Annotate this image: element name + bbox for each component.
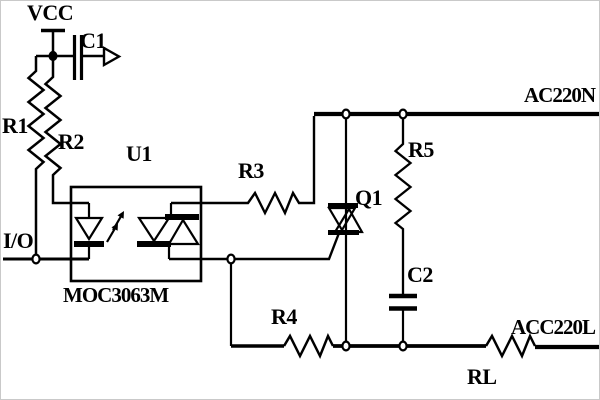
label-c2: C2	[407, 262, 433, 287]
label-c1: C1	[80, 28, 106, 53]
optocoupler-u1-body	[69, 185, 203, 283]
label-vcc: VCC	[27, 0, 74, 25]
label-acc220l: ACC220L	[510, 315, 596, 339]
resistor-r4	[282, 332, 335, 360]
label-u1-part: MOC3063M	[63, 283, 169, 307]
resistor-r3	[171, 116, 316, 216]
resistor-r2	[43, 56, 89, 205]
capacitor-c2	[389, 293, 417, 346]
resistor-rl	[484, 332, 537, 360]
label-q1: Q1	[355, 185, 383, 210]
label-ac220n: AC220N	[524, 83, 596, 107]
gate-wire	[169, 232, 341, 261]
signal-arrow-icon	[102, 45, 122, 68]
label-io: I/O	[3, 228, 34, 253]
resistor-r1	[26, 56, 46, 259]
opto-triac-symbol	[136, 203, 200, 259]
label-rl: RL	[467, 364, 497, 389]
led-symbol	[74, 203, 104, 259]
junction-dots	[31, 50, 408, 352]
label-r3: R3	[238, 158, 264, 183]
label-r4: R4	[271, 304, 297, 329]
light-arrows-icon	[106, 211, 124, 243]
label-r5: R5	[408, 137, 434, 162]
label-r1: R1	[2, 113, 28, 138]
label-r2: R2	[58, 129, 84, 154]
capacitor-c1	[72, 35, 104, 80]
resistor-r5	[393, 114, 413, 294]
triac-q1	[327, 114, 364, 346]
label-u1: U1	[126, 141, 152, 166]
